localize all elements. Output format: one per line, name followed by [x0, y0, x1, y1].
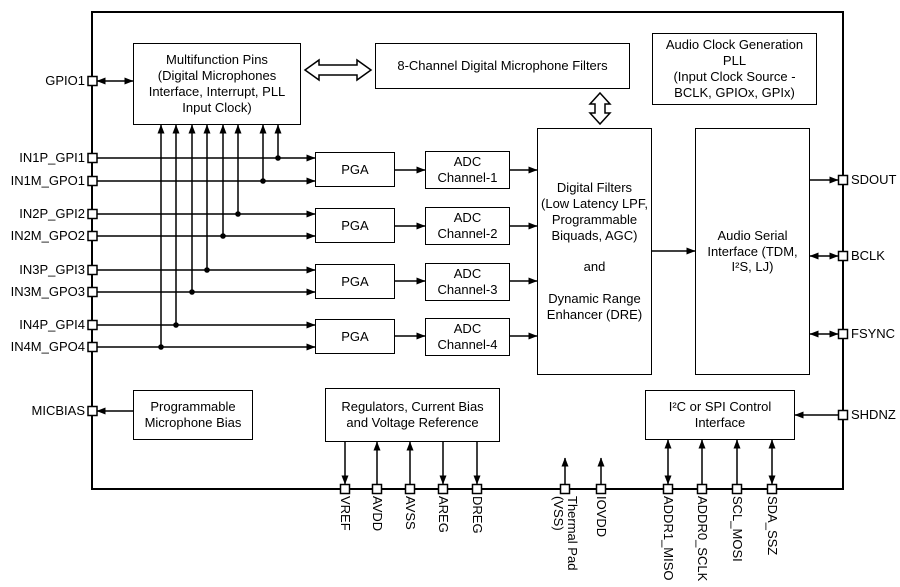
serial-interface-lines	[794, 176, 839, 419]
power-lines	[341, 441, 605, 485]
pin-label-areg: AREG	[436, 496, 451, 533]
pin-fsync	[837, 328, 849, 340]
dot-in2p	[235, 211, 241, 217]
adc-channel4-block: ADC Channel-4	[425, 318, 510, 356]
pin-label-iovdd: IOVDD	[594, 496, 609, 538]
pga2-block: PGA	[315, 208, 395, 243]
pin-in1m-gpo1	[87, 175, 98, 187]
digital-filters-block: Digital Filters (Low Latency LPF, Progra…	[537, 128, 652, 375]
pin-label-micbias: MICBIAS	[31, 403, 85, 418]
pga1-block: PGA	[315, 152, 395, 187]
pin-bclk	[837, 250, 849, 262]
pin-label-fsync: FSYNC	[851, 326, 896, 341]
pga4-block: PGA	[315, 319, 395, 354]
pin-in2p-gpi2	[87, 208, 98, 220]
control-interface-block: I²C or SPI Control Interface	[645, 390, 795, 440]
pin-gpio1	[87, 75, 98, 87]
pin-label-shdnz: SHDNZ	[851, 407, 896, 422]
pin-sda-ssz	[766, 483, 778, 495]
audio-clock-pll-block: Audio Clock Generation PLL (Input Clock …	[652, 33, 817, 105]
dot-in1m	[260, 178, 266, 184]
pin-in3p-gpi3	[87, 264, 98, 276]
pga-to-adc-lines	[395, 166, 426, 340]
pin-label-sdout: SDOUT	[851, 172, 897, 187]
dot-in1p	[275, 155, 281, 161]
pin-label-vref: VREF	[338, 496, 353, 531]
pin-label-avss: AVSS	[403, 496, 418, 530]
pin-vref	[339, 483, 351, 495]
pin-in4m-gpo4	[87, 341, 98, 353]
dot-in3p	[204, 267, 210, 273]
pin-scl-mosi	[731, 483, 743, 495]
regulators-block: Regulators, Current Bias and Voltage Ref…	[325, 388, 500, 442]
pin-dreg	[471, 483, 483, 495]
audio-serial-interface-block: Audio Serial Interface (TDM, I²S, LJ)	[695, 128, 810, 375]
multifunction-pins-block: Multifunction Pins (Digital Microphones …	[133, 43, 301, 125]
dot-in4m	[158, 344, 164, 350]
pin-label-gpio1: GPIO1	[45, 73, 85, 88]
pin-micbias	[87, 405, 98, 417]
pin-label-in1m-gpo1: IN1M_GPO1	[10, 173, 85, 188]
bus-arrows	[303, 58, 612, 126]
adc-channel3-block: ADC Channel-3	[425, 263, 510, 301]
pin-addr1-miso	[662, 483, 674, 495]
dmic-bus-arrow-horizontal	[303, 58, 373, 82]
pin-label-dreg: DREG	[470, 496, 485, 534]
pin-in3m-gpo3	[87, 286, 98, 298]
dmic-filters-block: 8-Channel Digital Microphone Filters	[375, 43, 630, 89]
pin-addr0-sclk	[696, 483, 708, 495]
dmic-routing-lines	[157, 124, 282, 347]
pin-sdout	[837, 174, 849, 186]
dot-in3m	[189, 289, 195, 295]
pin-label-scl-mosi: SCL_MOSI	[730, 496, 745, 562]
pin-areg	[437, 483, 449, 495]
pin-in2m-gpo2	[87, 230, 98, 242]
adc-channel2-block: ADC Channel-2	[425, 207, 510, 245]
pin-label-in3p-gpi3: IN3P_GPI3	[19, 262, 85, 277]
pin-label-avdd: AVDD	[370, 496, 385, 532]
pin-label-in1p-gpi1: IN1P_GPI1	[19, 150, 85, 165]
pin-shdnz	[837, 409, 849, 421]
pin-avdd	[371, 483, 383, 495]
pin-label-in4m-gpo4: IN4M_GPO4	[10, 339, 85, 354]
adc-to-filter-lines	[510, 166, 538, 340]
mic-bias-block: Programmable Microphone Bias	[133, 390, 253, 440]
pin-in1p-gpi1	[87, 152, 98, 164]
dot-in2m	[220, 233, 226, 239]
pin-label-bclk: BCLK	[851, 248, 885, 263]
analog-input-lines	[97, 154, 316, 351]
dmic-bus-arrow-vertical	[588, 91, 612, 126]
pin-squares	[87, 75, 849, 495]
control-lines	[664, 439, 776, 485]
pin-label-sda-ssz: SDA_SSZ	[765, 496, 780, 556]
dot-in4p	[173, 322, 179, 328]
pin-label-in3m-gpo3: IN3M_GPO3	[10, 284, 85, 299]
pin-thermal-pad	[559, 483, 571, 495]
pga3-block: PGA	[315, 264, 395, 299]
junction-dots	[158, 155, 281, 350]
pin-label-in4p-gpi4: IN4P_GPI4	[19, 317, 85, 332]
pin-iovdd	[595, 483, 607, 495]
chip-boundary	[91, 11, 844, 490]
pin-label-in2m-gpo2: IN2M_GPO2	[10, 228, 85, 243]
pin-label-addr0-sclk: ADDR0_SCLK	[695, 496, 710, 582]
pin-in4p-gpi4	[87, 319, 98, 331]
adc-channel1-block: ADC Channel-1	[425, 151, 510, 189]
pin-label-in2p-gpi2: IN2P_GPI2	[19, 206, 85, 221]
pin-label-addr1-miso: ADDR1_MISO	[661, 496, 676, 581]
pin-label-thermal-pad: Thermal Pad (VSS)	[551, 496, 580, 571]
pin-avss	[404, 483, 416, 495]
